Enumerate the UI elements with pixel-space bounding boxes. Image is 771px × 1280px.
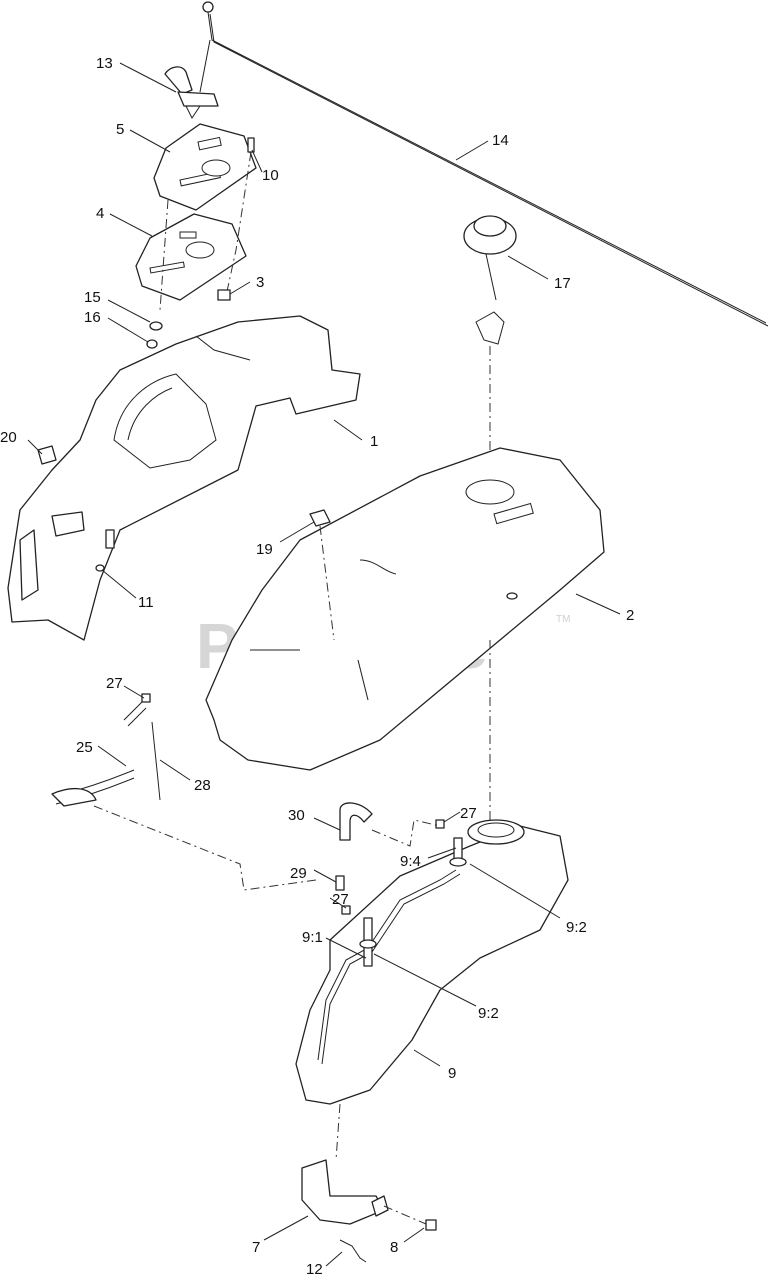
part-9-fuel-tank [295,819,569,1105]
callout-9: 9 [448,1065,456,1082]
callout-27-top: 27 [106,675,123,692]
callout-14: 14 [492,132,509,149]
part-25-hose [51,769,135,807]
part-7-bracket [301,1159,427,1225]
callout-5: 5 [116,121,124,138]
callout-15: 15 [84,289,101,306]
callout-27-mid: 27 [460,805,477,822]
part-27-fitting-top [123,693,151,727]
callout-10: 10 [262,167,279,184]
part-19-cap [309,509,335,641]
part-27-fitting-b [341,905,351,915]
callout-9-2-right: 9:2 [566,919,587,936]
callout-27-low: 27 [332,891,349,908]
part-8-bolt [425,1219,437,1231]
callout-12: 12 [306,1261,323,1278]
callout-20: 20 [0,429,17,446]
callout-16: 16 [84,309,101,326]
callout-19: 19 [256,541,273,558]
part-13-control-lever [164,39,219,119]
part-12-clip [339,1239,367,1263]
callout-30: 30 [288,807,305,824]
part-14-cable [202,1,769,327]
part-17-fuel-cap [463,215,517,345]
callout-8: 8 [390,1239,398,1256]
part-20-cap [37,445,57,465]
watermark-trademark: TM [556,614,570,625]
leader-lines [27,62,621,1267]
callout-3: 3 [256,274,264,291]
part-5-control-plate [153,123,257,211]
callout-17: 17 [554,275,571,292]
part-3-nut [217,289,231,301]
callout-9-4: 9:4 [400,853,421,870]
callout-9-2-center: 9:2 [478,1005,499,1022]
part-2-cover [205,447,605,771]
callout-28: 28 [194,777,211,794]
part-1-body [7,315,361,641]
callout-25: 25 [76,739,93,756]
callout-1: 1 [370,433,378,450]
callout-9-1: 9:1 [302,929,323,946]
hose-routing-line [93,805,317,891]
callout-29: 29 [290,865,307,882]
callout-2: 2 [626,607,634,624]
callout-13: 13 [96,55,113,72]
part-27-fitting-a [435,819,445,829]
callout-11: 11 [138,594,154,611]
part-30-elbow [339,802,373,841]
callout-4: 4 [96,205,104,222]
part-28-strap [151,721,161,801]
callout-7: 7 [252,1239,260,1256]
bracket-alignment-line [335,1103,341,1161]
part-29-fitting [335,875,345,891]
part-15-16-washer-nut [146,199,169,349]
part-4-mounting-plate [135,213,247,301]
fitting-routing-line [371,819,441,847]
part-10-screw [225,137,255,297]
part-11-clip [95,564,105,572]
